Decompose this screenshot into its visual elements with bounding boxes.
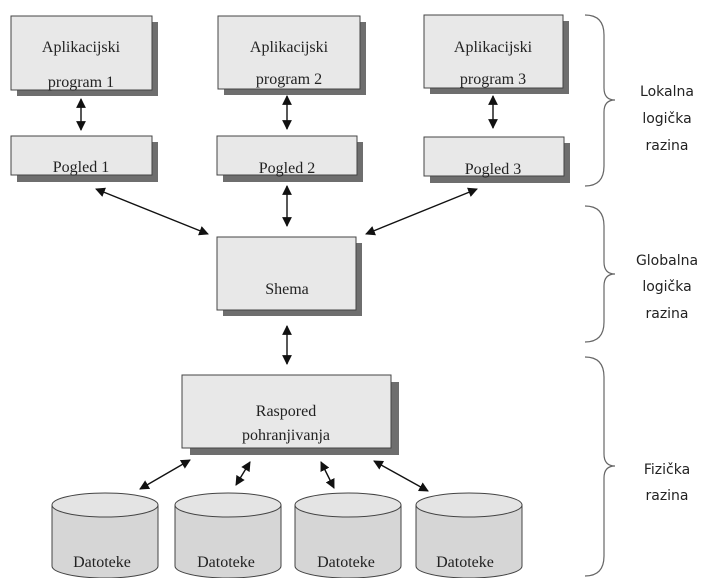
schema-label: Shema [265, 281, 309, 298]
view-2-label: Pogled 2 [259, 160, 315, 177]
arrow-storage-file4 [373, 460, 429, 492]
storage-label-line1: Raspored [256, 403, 316, 420]
storage-layout-box: Raspored pohranjivanja [181, 374, 399, 455]
physical-level-label-line1: Fizička [644, 462, 690, 478]
program-1-label-line1: Aplikacijski [42, 39, 121, 56]
global-level-label-line3: razina [645, 306, 688, 322]
arrow-storage-file2 [235, 461, 251, 486]
data-file-cylinder-3: Datoteke [294, 492, 402, 578]
global-level-label-line2: logička [642, 279, 691, 295]
brace-physical-level [584, 356, 616, 577]
arrow-storage-file3 [320, 461, 335, 489]
data-file-cylinder-4: Datoteke [415, 492, 523, 578]
program-2-label-line1: Aplikacijski [250, 39, 329, 56]
brace-global-level [584, 205, 616, 343]
data-file-label-4: Datoteke [436, 554, 494, 571]
local-level-label-line3: razina [645, 138, 688, 154]
data-file-cylinder-2: Datoteke [174, 492, 282, 578]
view-3-label: Pogled 3 [465, 161, 521, 178]
data-file-label-1: Datoteke [73, 554, 131, 571]
arrow-view1-schema [95, 187, 209, 236]
schema-box: Shema [216, 236, 362, 316]
data-file-label-2: Datoteke [197, 554, 255, 571]
view-1-label: Pogled 1 [53, 159, 109, 176]
data-file-cylinder-1: Datoteke [51, 492, 159, 578]
arrow-view3-schema [365, 187, 478, 236]
global-level-label-line1: Globalna [636, 253, 698, 269]
program-box-1: Aplikacijski program 1 [10, 15, 158, 96]
storage-label-line2: pohranjivanja [242, 427, 330, 444]
brace-local-level [584, 14, 616, 187]
arrow-storage-file1 [139, 459, 191, 490]
view-box-1: Pogled 1 [10, 135, 158, 182]
program-1-label-line2: program 1 [48, 74, 114, 91]
view-box-2: Pogled 2 [216, 135, 363, 182]
program-3-label-line2: program 3 [460, 71, 526, 88]
physical-level-label-line2: razina [645, 488, 688, 504]
view-box-3: Pogled 3 [423, 136, 570, 183]
program-box-3: Aplikacijski program 3 [423, 14, 569, 94]
local-level-label-line1: Lokalna [640, 84, 694, 100]
program-3-label-line1: Aplikacijski [454, 39, 533, 56]
program-box-2: Aplikacijski program 2 [217, 15, 366, 95]
data-file-label-3: Datoteke [317, 554, 375, 571]
local-level-label-line2: logička [642, 111, 691, 127]
program-2-label-line2: program 2 [256, 71, 322, 88]
